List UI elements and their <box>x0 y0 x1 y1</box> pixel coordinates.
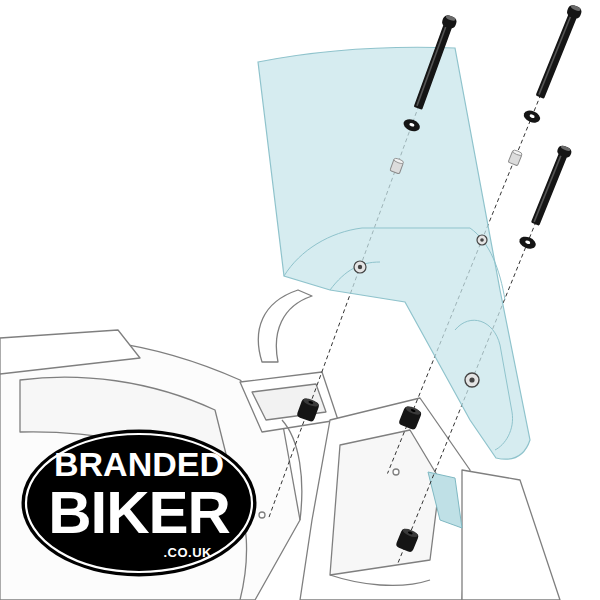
fairing-line <box>330 575 430 585</box>
windscreen-contour <box>330 262 380 290</box>
fixing-set <box>395 143 574 553</box>
rubber-grommet <box>398 404 423 430</box>
right-fairing <box>300 398 470 600</box>
screen-hole <box>354 261 366 273</box>
screen-hole <box>358 265 362 269</box>
spacer <box>390 158 404 174</box>
windscreen-contour <box>284 228 505 300</box>
screen-hole <box>469 377 474 382</box>
nose-panel <box>330 430 440 575</box>
logo-text: .CO.UK <box>164 546 259 559</box>
left-fairing <box>0 338 300 600</box>
dashboard <box>240 372 338 432</box>
logo-badge: BRANDEDBIKER .CO.UK <box>20 428 258 578</box>
rubber-grommet <box>296 397 320 423</box>
washer <box>522 108 542 125</box>
logo-text: BIKER <box>48 483 230 543</box>
right-side-panel <box>462 470 560 600</box>
washer <box>518 234 538 251</box>
fixing-set <box>398 3 585 431</box>
logo-text-group: BRANDEDBIKER .CO.UK <box>20 428 258 578</box>
rubber-grommet <box>395 527 420 553</box>
windscreen <box>258 47 530 459</box>
fixing-point <box>259 512 265 518</box>
left-handguard <box>0 330 140 374</box>
screen-hole <box>477 235 487 245</box>
mirror-stalk <box>258 290 312 362</box>
bolt <box>529 144 573 226</box>
bolt <box>533 4 583 100</box>
screen-edge <box>428 472 462 528</box>
spacer <box>508 149 522 166</box>
windscreen-contour <box>455 320 513 450</box>
screen-hole <box>465 373 479 387</box>
windscreen-panel <box>258 47 530 459</box>
fixing-set <box>296 13 460 422</box>
logo-oval-ring <box>26 434 252 572</box>
screen-hole <box>480 238 484 242</box>
logo-oval-outer <box>22 430 257 577</box>
screen-holes <box>354 235 487 387</box>
fixing-point <box>393 469 399 475</box>
bolt <box>411 14 458 111</box>
washer <box>402 117 422 133</box>
logo-text: BRANDED <box>54 447 224 481</box>
